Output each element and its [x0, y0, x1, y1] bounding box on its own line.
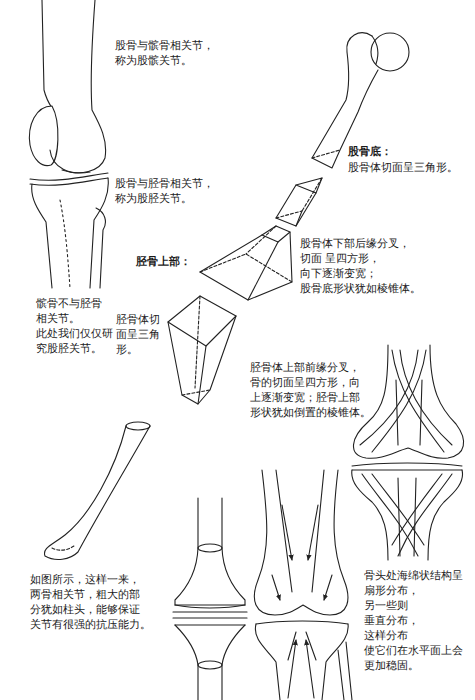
exploded-bones-stroke [312, 150, 340, 158]
exploded-bones-stroke [44, 426, 150, 559]
annotation-text: 股骨体下部后缘分叉，切面 呈四方形，向下逐渐变宽； 股骨底形状犹如棱锥体。 [300, 236, 429, 296]
knee-force-view-stroke [256, 621, 348, 624]
knee-side-view-stroke [62, 0, 106, 173]
knee-side-view-stroke [30, 178, 108, 185]
knee-side-view-stroke [29, 106, 57, 166]
knee-side-view-stroke [30, 173, 108, 180]
knee-force-view-stroke [254, 470, 348, 615]
annotation-text: 胫骨体上部前缘分叉， 骨的切面呈四方形，向 上逐渐变宽；胫骨上部 形状犹如倒置的… [250, 360, 369, 420]
annotation-text: 如图所示，这样一来， 两骨相关节，粗大的部 分犹如柱头，能够保证 关节有很强的抗… [30, 572, 149, 632]
knee-force-view-stroke [322, 624, 348, 700]
annotation-text: 髌骨不与胫骨 相关节。 此处我们仅仅研 究股胫关节。 [36, 296, 113, 356]
annotation-text: 股骨与胫骨相关节， 称为股胫关节。 [115, 176, 213, 206]
trabecular-knee-stroke [372, 350, 426, 452]
exploded-bones-stroke [246, 226, 276, 254]
column-joint-stroke [175, 605, 245, 608]
trabecular-knee-stroke [352, 470, 388, 560]
column-joint-stroke [175, 625, 198, 700]
knee-force-view-stroke [282, 505, 292, 560]
knee-side-view-stroke [90, 178, 108, 288]
annotation-text: 股骨与髌骨相关节， 称为股髌关节。 [115, 38, 213, 68]
exploded-bones-stroke [296, 193, 316, 226]
annotation-text: 股骨底： [348, 144, 393, 159]
knee-force-view-stroke [338, 650, 344, 700]
trabecular-knee-stroke [398, 474, 452, 556]
annotation-text: 胫骨体切 面呈三角 形。 [116, 312, 161, 357]
column-joint-stroke [173, 611, 247, 612]
trabecular-knee-stroke [398, 478, 400, 556]
annotation-text: 胫骨上部： [136, 254, 192, 269]
exploded-bones-stroke [168, 316, 236, 404]
trabecular-knee-stroke [396, 380, 398, 445]
exploded-bones-stroke [371, 33, 409, 71]
trabecular-knee-stroke [353, 345, 463, 458]
knee-side-view [29, 0, 108, 288]
knee-force-view-stroke [272, 575, 280, 600]
exploded-bones-stroke [200, 232, 292, 300]
exploded-bones-stroke [126, 422, 150, 430]
knee-force-view-stroke [308, 505, 318, 560]
knee-side-view-stroke [60, 200, 70, 288]
annotation-text: 股骨体切面呈三角形。 [348, 160, 456, 175]
trabecular-knee-stroke [352, 463, 462, 466]
trabecular-knee-stroke [352, 469, 462, 470]
knee-force-view-stroke [346, 642, 352, 700]
trabecular-knee [352, 345, 464, 560]
knee-side-view-stroke [50, 150, 90, 173]
column-joint-stroke [198, 544, 222, 552]
exploded-bones-stroke [276, 185, 302, 226]
exploded-bones-stroke [262, 226, 290, 242]
trabecular-knee-stroke [362, 474, 418, 556]
knee-force-view-stroke [324, 575, 332, 600]
exploded-bones-stroke [182, 390, 210, 395]
knee-side-view-stroke [96, 208, 105, 288]
column-joint-stroke [198, 661, 222, 669]
exploded-bones-stroke [372, 36, 378, 64]
knee-force-view-stroke [255, 624, 280, 700]
column-joint-stroke [222, 625, 245, 700]
column-joint [173, 498, 247, 700]
annotation-text: 骨头处海绵状结构呈 扇形分布，另一些则 垂直分布，这样分布 使它们在水平面上会 … [364, 568, 462, 673]
knee-force-view-stroke [288, 632, 296, 660]
knee-side-view-stroke [42, 0, 52, 108]
knee-force-view-stroke [288, 640, 296, 698]
exploded-bones-stroke [168, 296, 236, 346]
trabecular-knee-stroke [420, 380, 422, 445]
exploded-bones-stroke [52, 546, 74, 550]
exploded-bones-stroke [198, 346, 206, 404]
column-joint-stroke [175, 498, 245, 605]
exploded-bones-stroke [276, 211, 302, 218]
exploded-bones-stroke [195, 296, 200, 388]
exploded-bones-stroke [296, 178, 322, 193]
exploded-bones-stroke [200, 254, 292, 282]
knee-force-view-stroke [306, 632, 316, 660]
knee-side-view-stroke [32, 184, 52, 288]
exploded-bones [44, 33, 409, 560]
knee-force-view-stroke [276, 470, 292, 592]
knee-force-view-stroke [306, 640, 314, 698]
trabecular-knee-stroke [414, 478, 416, 556]
column-joint-stroke [173, 617, 247, 618]
knee-force-view [254, 470, 352, 700]
trabecular-knee-stroke [360, 350, 418, 445]
column-joint-stroke [175, 624, 245, 625]
trabecular-knee-stroke [400, 350, 452, 445]
trabecular-knee-stroke [392, 350, 444, 452]
exploded-bones-stroke [302, 178, 322, 211]
